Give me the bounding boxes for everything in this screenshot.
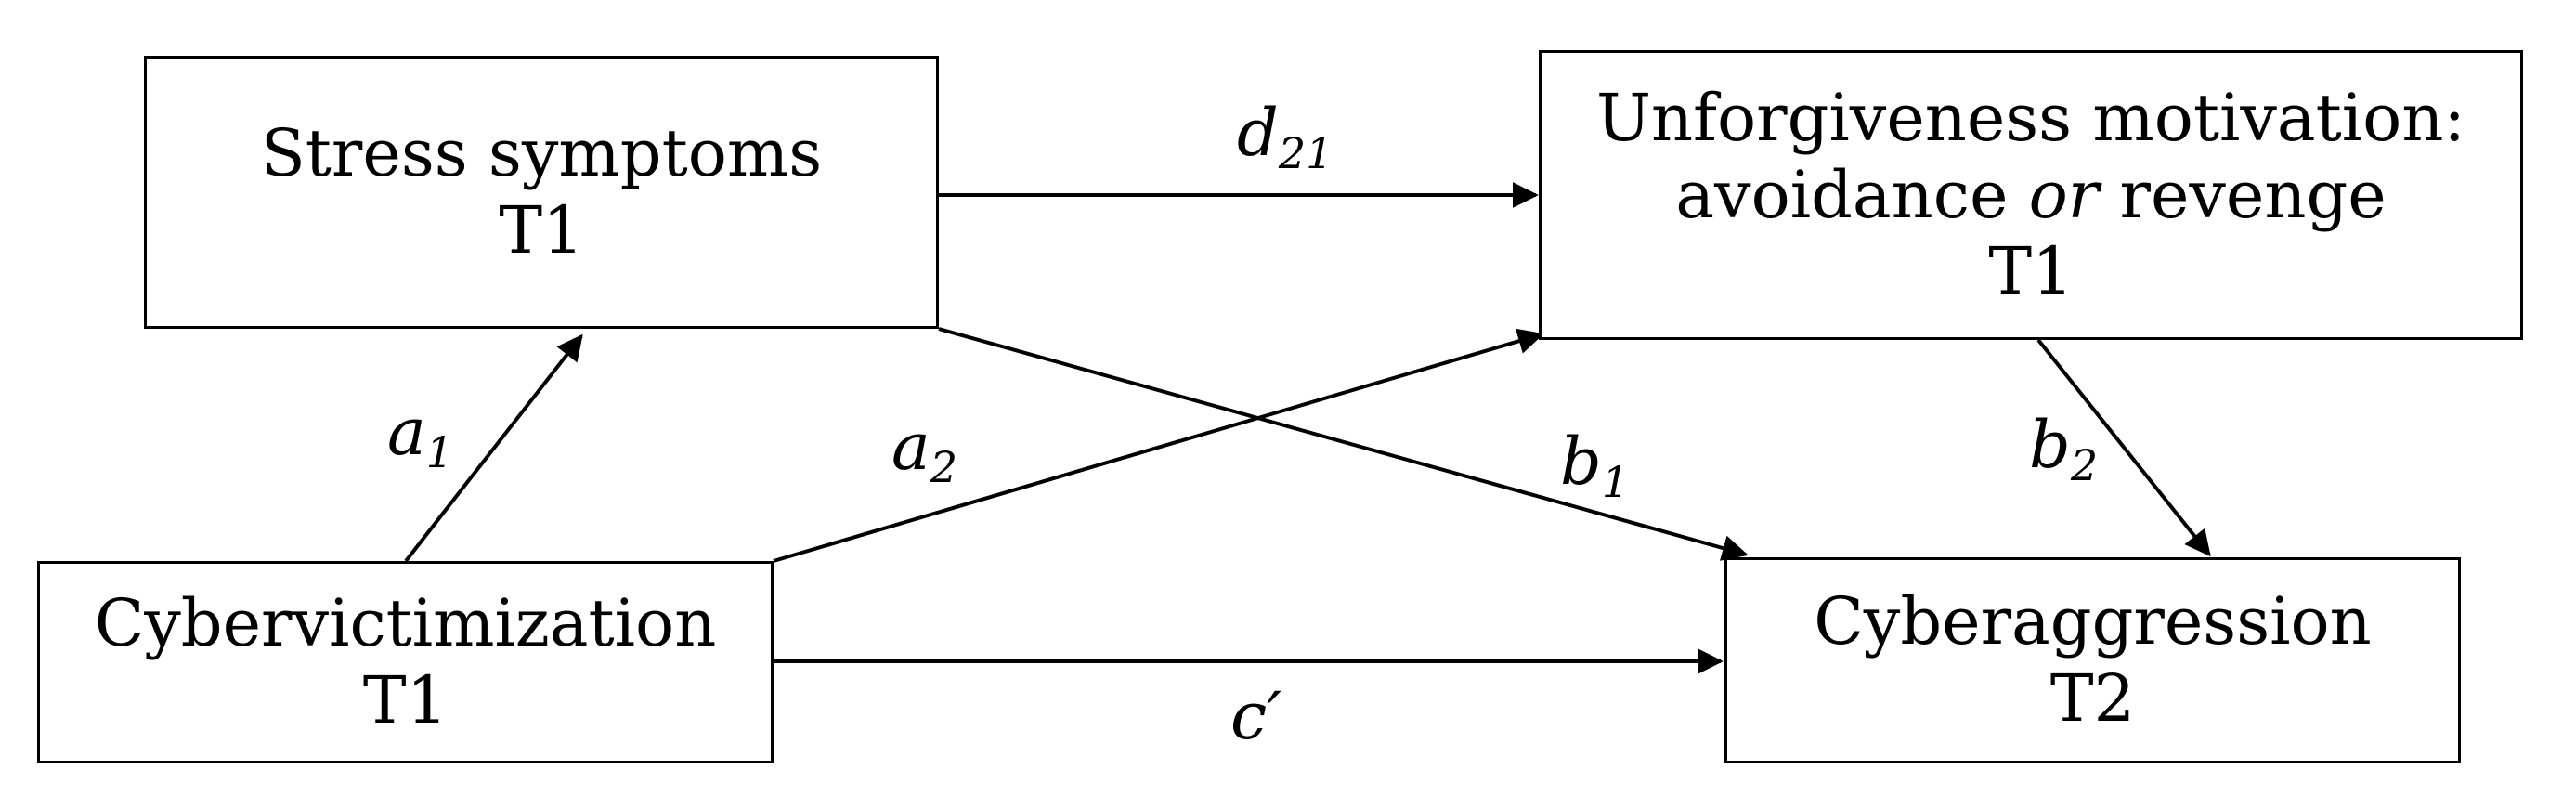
arrow-b2 [2036,338,2211,557]
cyberaggression-box: Cyberaggression T2 [1724,557,2461,763]
box-time: T1 [499,192,584,268]
box-subtitle-pre: avoidance [1675,156,2029,233]
path-label-base: b [1560,424,1602,500]
path-label-subscript: 2 [930,442,958,492]
box-title: Unforgiveness motivation: [1595,80,2465,157]
arrow-a1 [404,333,583,563]
path-label-base: a [387,394,426,470]
path-label-d21: d21 [1237,100,1333,175]
box-subtitle-italic: or [2028,156,2100,233]
stress-symptoms-box: Stress symptoms T1 [144,56,939,329]
path-label-b2: b2 [2029,412,2098,487]
cybervictimization-box: Cybervictimization T1 [37,561,774,763]
path-label-a2: a2 [891,414,957,489]
arrow-a2 [773,328,1544,563]
box-time: T2 [2049,660,2136,737]
arrow-b1 [938,327,1749,561]
path-label-base: d [1237,95,1279,171]
path-label-subscript: 2 [2070,440,2099,490]
box-time: T1 [1988,233,2074,310]
path-label-subscript: 21 [1278,128,1334,178]
box-title: Cybervictimization [94,585,717,662]
box-title: Stress symptoms [260,115,823,192]
box-time: T1 [362,662,449,738]
path-label-c-prime: c′ [1230,684,1281,749]
unforgiveness-motivation-box: Unforgiveness motivation: avoidance or r… [1539,50,2523,340]
path-label-base: b [2029,407,2071,483]
box-subtitle: avoidance or revenge [1675,157,2386,234]
path-label-base: c′ [1230,678,1282,754]
box-title: Cyberaggression [1814,583,2372,660]
path-label-subscript: 1 [425,427,454,477]
path-label-base: a [891,409,930,485]
box-subtitle-post: revenge [2099,156,2387,233]
path-label-a1: a1 [387,399,453,474]
path-label-b1: b1 [1560,429,1629,503]
path-label-subscript: 1 [1601,457,1630,507]
